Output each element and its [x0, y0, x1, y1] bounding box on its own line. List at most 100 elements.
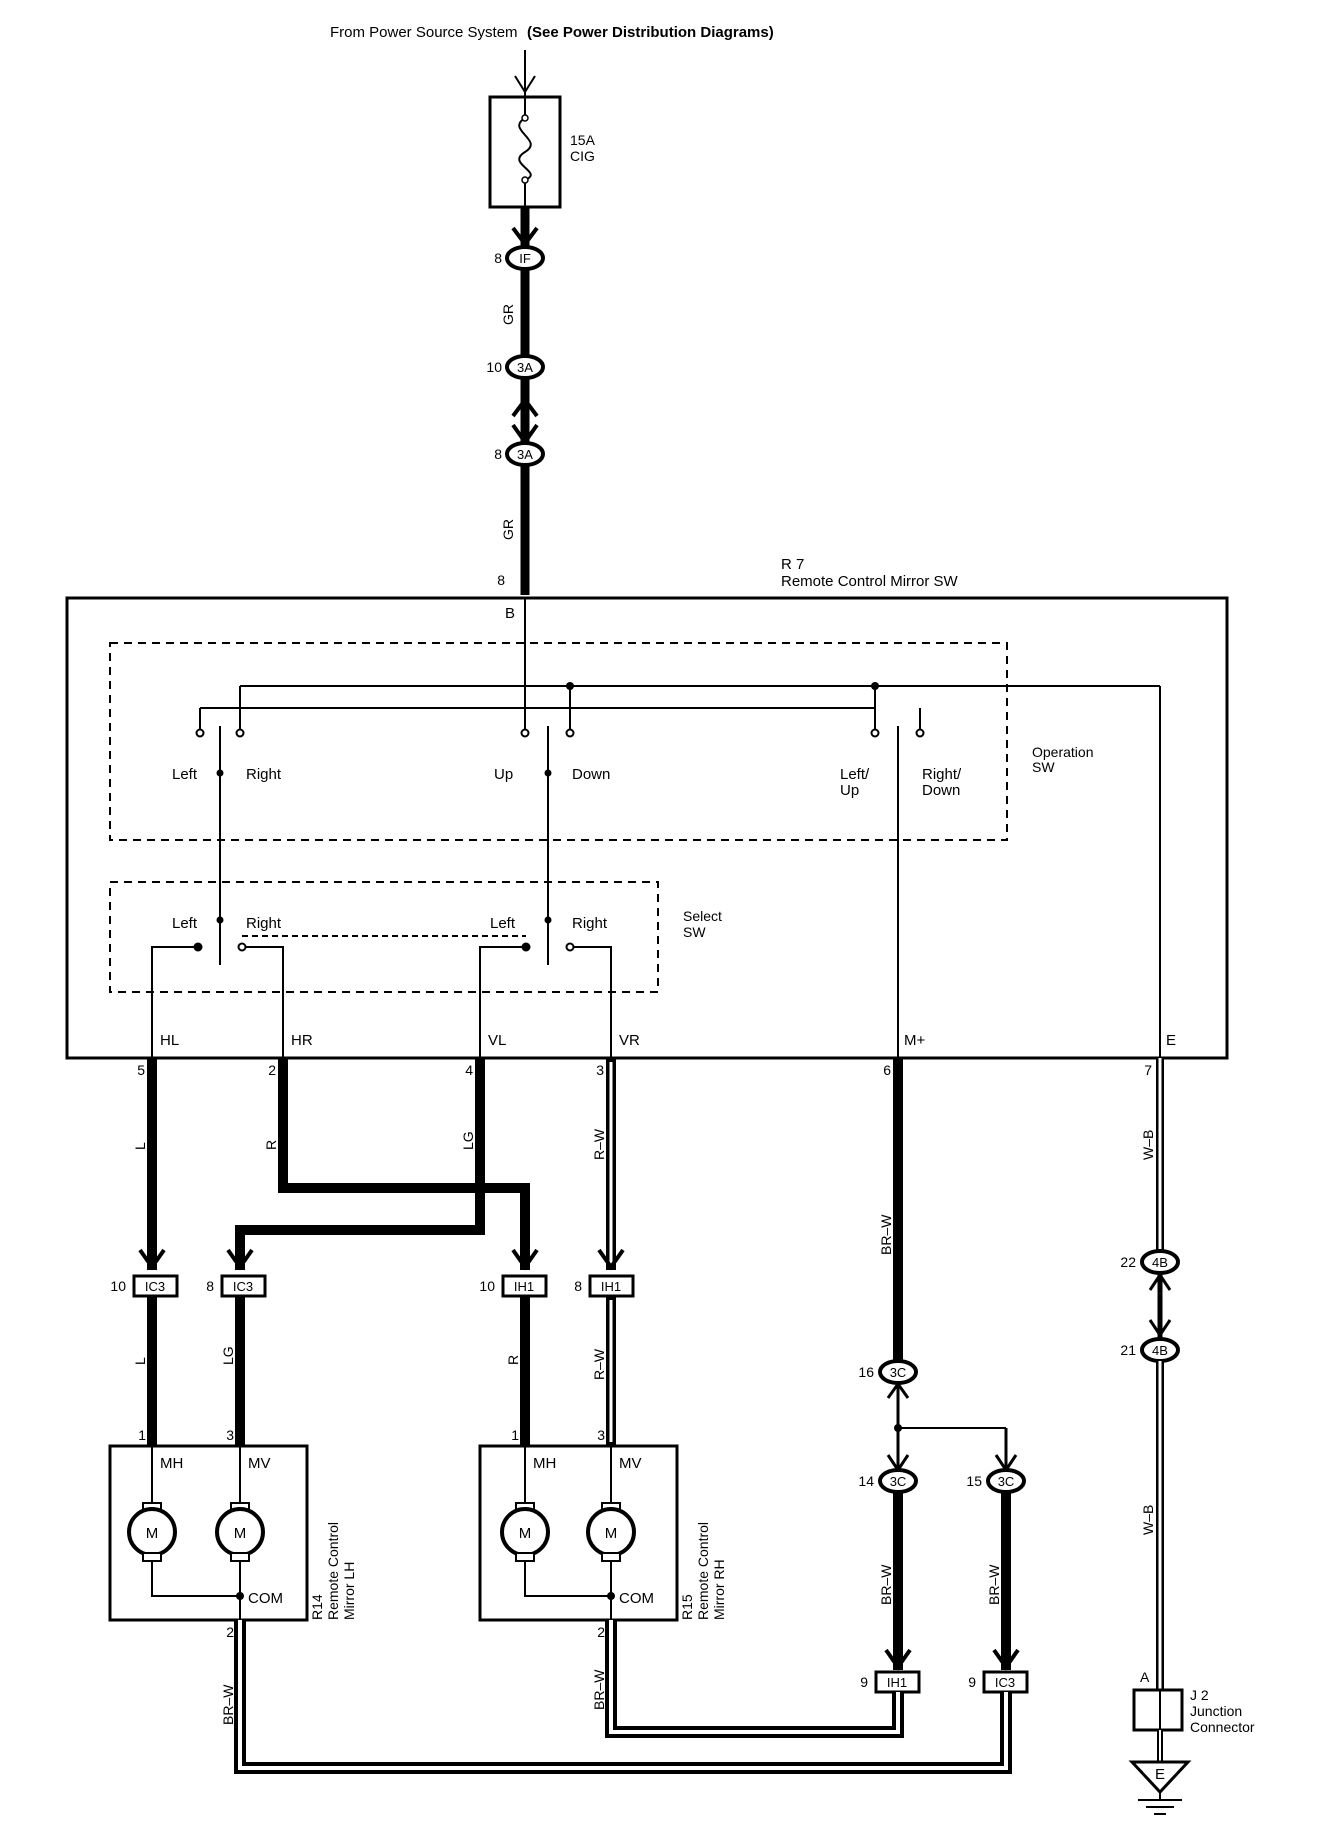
- svg-text:L: L: [132, 1142, 148, 1150]
- svg-text:R: R: [263, 1140, 279, 1150]
- svg-text:BR–W: BR–W: [591, 1669, 607, 1710]
- svg-text:BR–W: BR–W: [878, 1214, 894, 1255]
- svg-text:LG: LG: [220, 1346, 236, 1365]
- svg-text:14: 14: [858, 1473, 874, 1489]
- svg-text:W–B: W–B: [1140, 1505, 1156, 1535]
- svg-text:1: 1: [138, 1427, 146, 1443]
- switch-block: [65, 596, 1229, 1060]
- svg-text:E: E: [1155, 1766, 1165, 1783]
- svg-text:2: 2: [268, 1062, 276, 1078]
- svg-text:M: M: [146, 1525, 159, 1542]
- svg-text:8: 8: [494, 446, 502, 462]
- svg-text:IC3: IC3: [995, 1675, 1015, 1690]
- motor-icon: M: [215, 1502, 265, 1562]
- junction-id: J 2: [1190, 1687, 1209, 1703]
- svg-text:Down: Down: [572, 766, 610, 783]
- svg-text:IC3: IC3: [233, 1279, 253, 1294]
- svg-text:4B: 4B: [1152, 1255, 1168, 1270]
- svg-text:Left: Left: [172, 915, 198, 932]
- motor-icon: M: [586, 1502, 636, 1562]
- svg-text:4B: 4B: [1152, 1343, 1168, 1358]
- svg-text:10: 10: [486, 359, 502, 375]
- svg-text:Right/: Right/: [922, 766, 962, 783]
- svg-text:Up: Up: [494, 766, 513, 783]
- svg-text:Connector: Connector: [1190, 1719, 1255, 1735]
- motor-icon: M: [500, 1502, 550, 1562]
- connector-ic3-8: IC3 8: [206, 1274, 267, 1298]
- connector-3a: [505, 354, 545, 380]
- connector-4b-22: 4B 22: [1120, 1249, 1180, 1275]
- svg-text:M: M: [605, 1525, 618, 1542]
- svg-text:M: M: [519, 1525, 532, 1542]
- fuse-name: CIG: [570, 148, 595, 164]
- switch-id: R 7: [781, 556, 804, 573]
- svg-text:MV: MV: [248, 1455, 271, 1472]
- svg-text:3: 3: [596, 1062, 604, 1078]
- terminal-mplus: M+: [904, 1032, 925, 1049]
- svg-text:6: 6: [883, 1062, 891, 1078]
- svg-text:SW: SW: [1032, 759, 1055, 775]
- wire-color-gr: GR: [500, 304, 516, 325]
- terminal-vr: VR: [619, 1032, 640, 1049]
- svg-text:7: 7: [1144, 1062, 1152, 1078]
- svg-text:21: 21: [1120, 1342, 1136, 1358]
- select-sw-box: [109, 881, 659, 993]
- svg-text:9: 9: [968, 1674, 976, 1690]
- svg-text:3A: 3A: [517, 447, 533, 462]
- svg-text:COM: COM: [248, 1590, 283, 1607]
- motor-icon: M: [127, 1502, 177, 1562]
- svg-text:Remote Control: Remote Control: [695, 1522, 711, 1620]
- svg-text:M: M: [234, 1525, 247, 1542]
- svg-text:IH1: IH1: [514, 1279, 534, 1294]
- svg-text:R–W: R–W: [591, 1128, 607, 1160]
- svg-text:BR–W: BR–W: [220, 1684, 236, 1725]
- svg-text:Left: Left: [490, 915, 516, 932]
- svg-text:Junction: Junction: [1190, 1703, 1242, 1719]
- mirror-lh-id: R14: [309, 1594, 325, 1620]
- svg-text:SW: SW: [683, 924, 706, 940]
- svg-text:IF: IF: [519, 251, 531, 266]
- svg-text:A: A: [1140, 1669, 1150, 1685]
- mirror-rh-id: R15: [679, 1594, 695, 1620]
- connector-3c-14: 3C 14: [858, 1468, 918, 1494]
- svg-text:R: R: [505, 1355, 521, 1365]
- operation-sw-box: [109, 642, 1008, 841]
- source-ref: (See Power Distribution Diagrams): [527, 24, 774, 41]
- svg-text:W–B: W–B: [1140, 1130, 1156, 1160]
- mirror-lh: MH MV M M COM: [108, 1444, 309, 1622]
- terminal-hl: HL: [160, 1032, 179, 1049]
- connector-ic3-9: IC3 9: [968, 1670, 1029, 1694]
- svg-text:8: 8: [494, 250, 502, 266]
- svg-text:8: 8: [206, 1278, 214, 1294]
- wire-brw-com-rh: [605, 1620, 904, 1738]
- svg-text:BR–W: BR–W: [878, 1564, 894, 1605]
- svg-text:R–W: R–W: [591, 1348, 607, 1380]
- svg-text:Down: Down: [922, 782, 960, 799]
- svg-text:10: 10: [110, 1278, 126, 1294]
- svg-text:3C: 3C: [890, 1474, 907, 1489]
- source-arrow: [514, 75, 536, 94]
- svg-text:IH1: IH1: [887, 1675, 907, 1690]
- wire-lg: [235, 1058, 485, 1270]
- svg-text:Mirror LH: Mirror LH: [341, 1562, 357, 1620]
- svg-text:BR–W: BR–W: [986, 1564, 1002, 1605]
- svg-text:Remote Control: Remote Control: [325, 1522, 341, 1620]
- svg-text:4: 4: [465, 1062, 473, 1078]
- svg-text:Right: Right: [572, 915, 608, 932]
- svg-text:Left/: Left/: [840, 766, 870, 783]
- svg-text:3A: 3A: [517, 360, 533, 375]
- svg-text:9: 9: [860, 1674, 868, 1690]
- svg-text:MV: MV: [619, 1455, 642, 1472]
- svg-text:Up: Up: [840, 782, 859, 799]
- svg-text:2: 2: [597, 1624, 605, 1640]
- svg-text:Right: Right: [246, 766, 282, 783]
- connector-3c-16: 3C 16: [858, 1359, 918, 1385]
- svg-text:1: 1: [511, 1427, 519, 1443]
- fuse-rating: 15A: [570, 132, 596, 148]
- connector-3a: [505, 441, 545, 467]
- svg-text:8: 8: [497, 572, 505, 588]
- operation-sw-title: Operation: [1032, 744, 1093, 760]
- svg-text:3: 3: [597, 1427, 605, 1443]
- terminal-b: B: [505, 605, 515, 622]
- connector-ic3-10: IC3 10: [110, 1274, 179, 1298]
